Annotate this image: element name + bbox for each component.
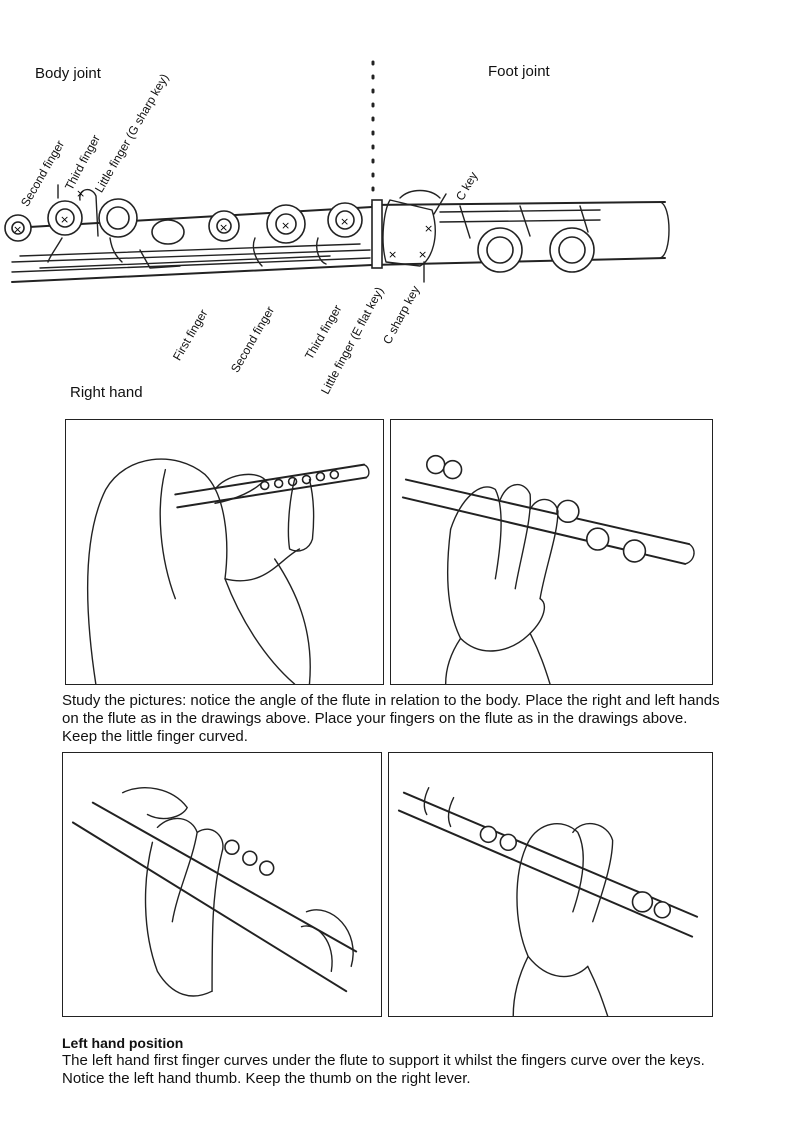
- svg-text:×: ×: [340, 215, 349, 228]
- svg-text:×: ×: [388, 248, 397, 261]
- svg-text:×: ×: [76, 187, 85, 200]
- right-hand-label: Right hand: [70, 384, 143, 401]
- flute-drawing: × × × × × × × × ×: [4, 60, 670, 283]
- svg-text:×: ×: [424, 222, 433, 235]
- left-hand-paragraph: The left hand first finger curves under …: [62, 1052, 705, 1087]
- body-joint-label: Body joint: [35, 65, 101, 82]
- foot-joint-label: Foot joint: [488, 63, 550, 80]
- illustration-right-hand-closeup: [390, 419, 713, 685]
- illustration-player-back-view: [65, 419, 384, 685]
- svg-text:×: ×: [281, 219, 290, 232]
- svg-text:×: ×: [60, 213, 69, 226]
- study-paragraph: Study the pictures: notice the angle of …: [62, 692, 720, 745]
- illustration-left-hand-keys: [388, 752, 713, 1017]
- svg-text:×: ×: [219, 221, 228, 234]
- illustration-left-hand-support: [62, 752, 382, 1017]
- svg-text:×: ×: [418, 248, 427, 261]
- left-hand-heading: Left hand position: [62, 1035, 184, 1051]
- svg-text:×: ×: [13, 223, 22, 236]
- flute-key-diagram: × × × × × × × × × Body joint Foot joint …: [0, 0, 800, 401]
